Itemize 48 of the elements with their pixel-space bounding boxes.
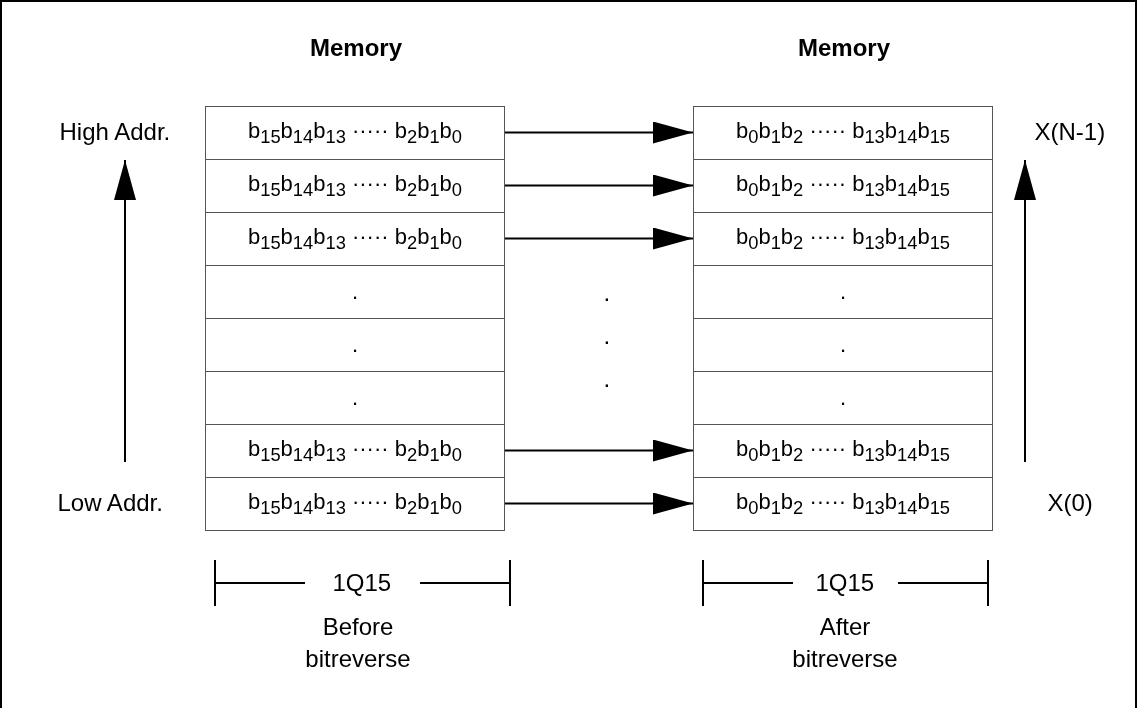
bit-sequence: b$_{15}$b$_{14}$b$_{13}$ ····· b$_{2}$b$_{1}$b$_{0}$ [247, 117, 463, 149]
bit-sequence: b$_{0}$b$_{1}$b$_{2}$ ····· b$_{13}$b$_{14}$b$_{15}$ [735, 223, 951, 255]
ellipsis-dot: . [603, 365, 611, 393]
bit-sequence: b$_{15}$b$_{14}$b$_{13}$ ····· b$_{2}$b$_{1}$b$_{0}$ [247, 223, 463, 255]
memory-cell [205, 265, 505, 319]
ellipsis-dot: . [603, 279, 611, 307]
memory-cell [693, 371, 993, 425]
memory-cell [205, 106, 505, 160]
bit-sequence: b$_{0}$b$_{1}$b$_{2}$ ····· b$_{13}$b$_{14}$b$_{15}$ [735, 170, 951, 202]
arrow [504, 121, 694, 144]
memory-heading: Memory [310, 34, 403, 62]
bit-sequence: b$_{0}$b$_{1}$b$_{2}$ ····· b$_{13}$b$_{14}$b$_{15}$ [735, 488, 951, 520]
ellipsis-dot: . [603, 322, 611, 350]
memory-cell [205, 424, 505, 478]
arrow [504, 174, 694, 197]
memory-cell [205, 477, 505, 531]
arrow [504, 439, 694, 462]
bit-sequence: . [351, 279, 359, 305]
memory-heading: Memory [798, 34, 891, 62]
bit-sequence: . [839, 385, 847, 411]
memory-cell [205, 212, 505, 266]
memory-cell [693, 424, 993, 478]
memory-cell [693, 318, 993, 372]
address-label: High Addr. [59, 118, 171, 146]
memory-cell [693, 265, 993, 319]
bit-sequence: b$_{15}$b$_{14}$b$_{13}$ ····· b$_{2}$b$_{1}$b$_{0}$ [247, 435, 463, 467]
memory-cell [205, 318, 505, 372]
memory-cell [205, 371, 505, 425]
arrow [504, 492, 694, 515]
memory-cell [693, 159, 993, 213]
bit-sequence: b$_{0}$b$_{1}$b$_{2}$ ····· b$_{13}$b$_{14}$b$_{15}$ [735, 435, 951, 467]
memory-cell [693, 106, 993, 160]
bit-sequence: . [351, 332, 359, 358]
bit-sequence: b$_{15}$b$_{14}$b$_{13}$ ····· b$_{2}$b$_{1}$b$_{0}$ [247, 488, 463, 520]
memory-cell [205, 159, 505, 213]
index-label: X(N-1) [1034, 118, 1106, 146]
index-label: X(0) [1047, 489, 1093, 517]
caption-text: After bitreverse [791, 612, 899, 674]
bit-sequence: . [839, 332, 847, 358]
bit-sequence: . [839, 279, 847, 305]
arrow [504, 227, 694, 250]
address-label: Low Addr. [57, 489, 163, 517]
memory-cell [693, 212, 993, 266]
memory-cell [693, 477, 993, 531]
bit-sequence: . [351, 385, 359, 411]
bit-sequence: b$_{15}$b$_{14}$b$_{13}$ ····· b$_{2}$b$_{1}$b$_{0}$ [247, 170, 463, 202]
caption-text: Before bitreverse [304, 612, 412, 674]
bit-sequence: b$_{0}$b$_{1}$b$_{2}$ ····· b$_{13}$b$_{14}$b$_{15}$ [735, 117, 951, 149]
